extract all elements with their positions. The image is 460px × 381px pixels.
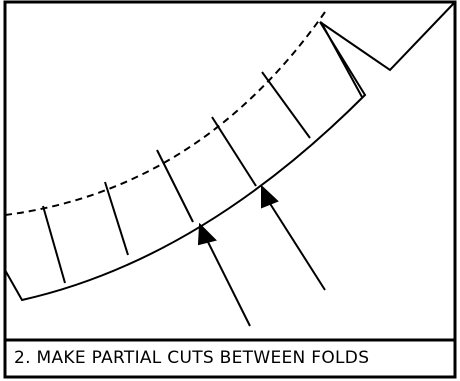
fold-line — [211, 116, 257, 187]
caption-box: 2. MAKE PARTIAL CUTS BETWEEN FOLDS — [4, 340, 455, 376]
arrow-left — [197, 222, 251, 327]
fold-line — [42, 205, 66, 284]
caption-text: 2. MAKE PARTIAL CUTS BETWEEN FOLDS — [14, 348, 370, 368]
arrows — [197, 184, 326, 327]
fold-line — [104, 181, 129, 256]
fold-line — [261, 71, 311, 139]
panel-frame — [3, 0, 457, 379]
fold-line — [320, 21, 363, 98]
dashed-fold-arc — [4, 11, 326, 216]
paper-strip-outline — [4, 1, 456, 302]
fold-lines — [42, 21, 363, 284]
fold-line — [156, 149, 194, 223]
arrow-right — [261, 184, 326, 291]
